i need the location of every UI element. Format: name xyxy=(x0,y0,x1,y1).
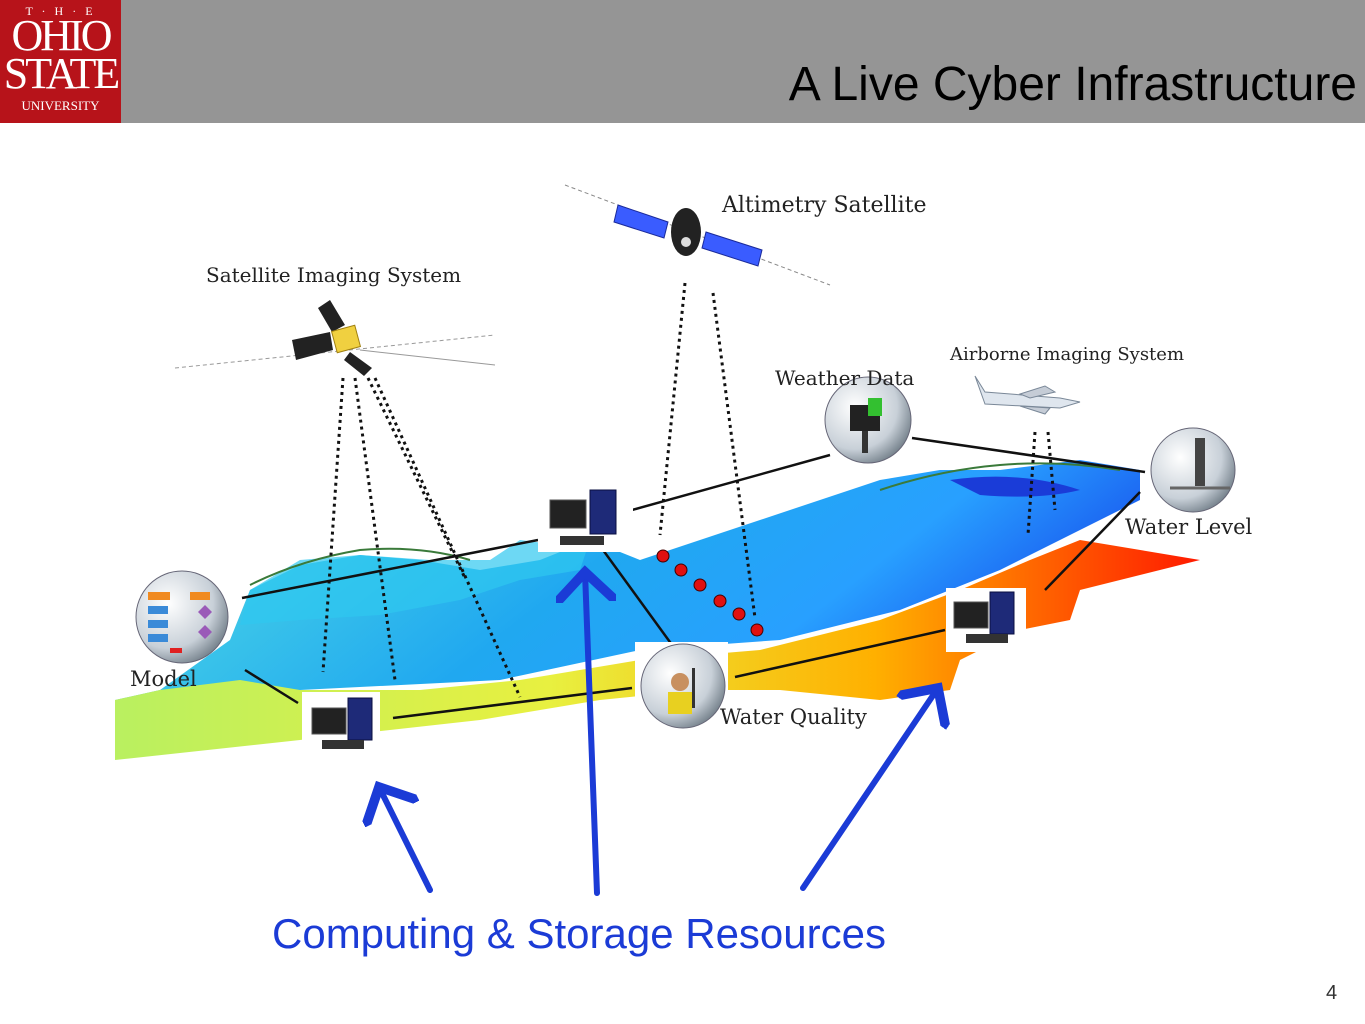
label-satellite-imaging: Satellite Imaging System xyxy=(206,263,462,287)
weather-station-icon xyxy=(824,376,912,464)
slide-title: A Live Cyber Infrastructure xyxy=(788,58,1357,111)
page-number: 4 xyxy=(1326,982,1338,1004)
logo-state: STATE xyxy=(3,49,120,98)
label-water-quality: Water Quality xyxy=(720,705,867,729)
resource-arrows xyxy=(379,572,938,896)
measurement-points xyxy=(656,549,764,637)
label-weather-data: Weather Data xyxy=(775,366,915,390)
computer-icon-3 xyxy=(946,588,1026,652)
altimetry-satellite-icon xyxy=(564,184,831,286)
computing-resources-caption: Computing & Storage Resources xyxy=(272,910,886,957)
water-quality-sensor-icon xyxy=(635,642,728,729)
logo-university: UNIVERSITY xyxy=(21,98,100,113)
label-altimetry-satellite: Altimetry Satellite xyxy=(722,193,927,218)
sensor-beams xyxy=(321,282,1057,698)
imaging-satellite-icon xyxy=(174,300,496,376)
airplane-icon xyxy=(974,375,1081,415)
title-bar xyxy=(0,0,1365,123)
logo-the: T · H · E xyxy=(25,4,96,18)
label-model: Model xyxy=(130,667,197,691)
model-icon xyxy=(135,570,229,664)
label-water-level: Water Level xyxy=(1125,515,1253,539)
computer-icon-2 xyxy=(302,692,380,760)
lake-map xyxy=(115,460,1200,760)
label-airborne-imaging: Airborne Imaging System xyxy=(950,344,1185,365)
logo-ohio: OHIO xyxy=(11,11,113,60)
ohio-state-logo: T · H · E OHIO STATE UNIVERSITY xyxy=(0,0,121,123)
computer-icon-1 xyxy=(538,484,633,552)
water-level-sensor-icon xyxy=(1150,427,1236,513)
